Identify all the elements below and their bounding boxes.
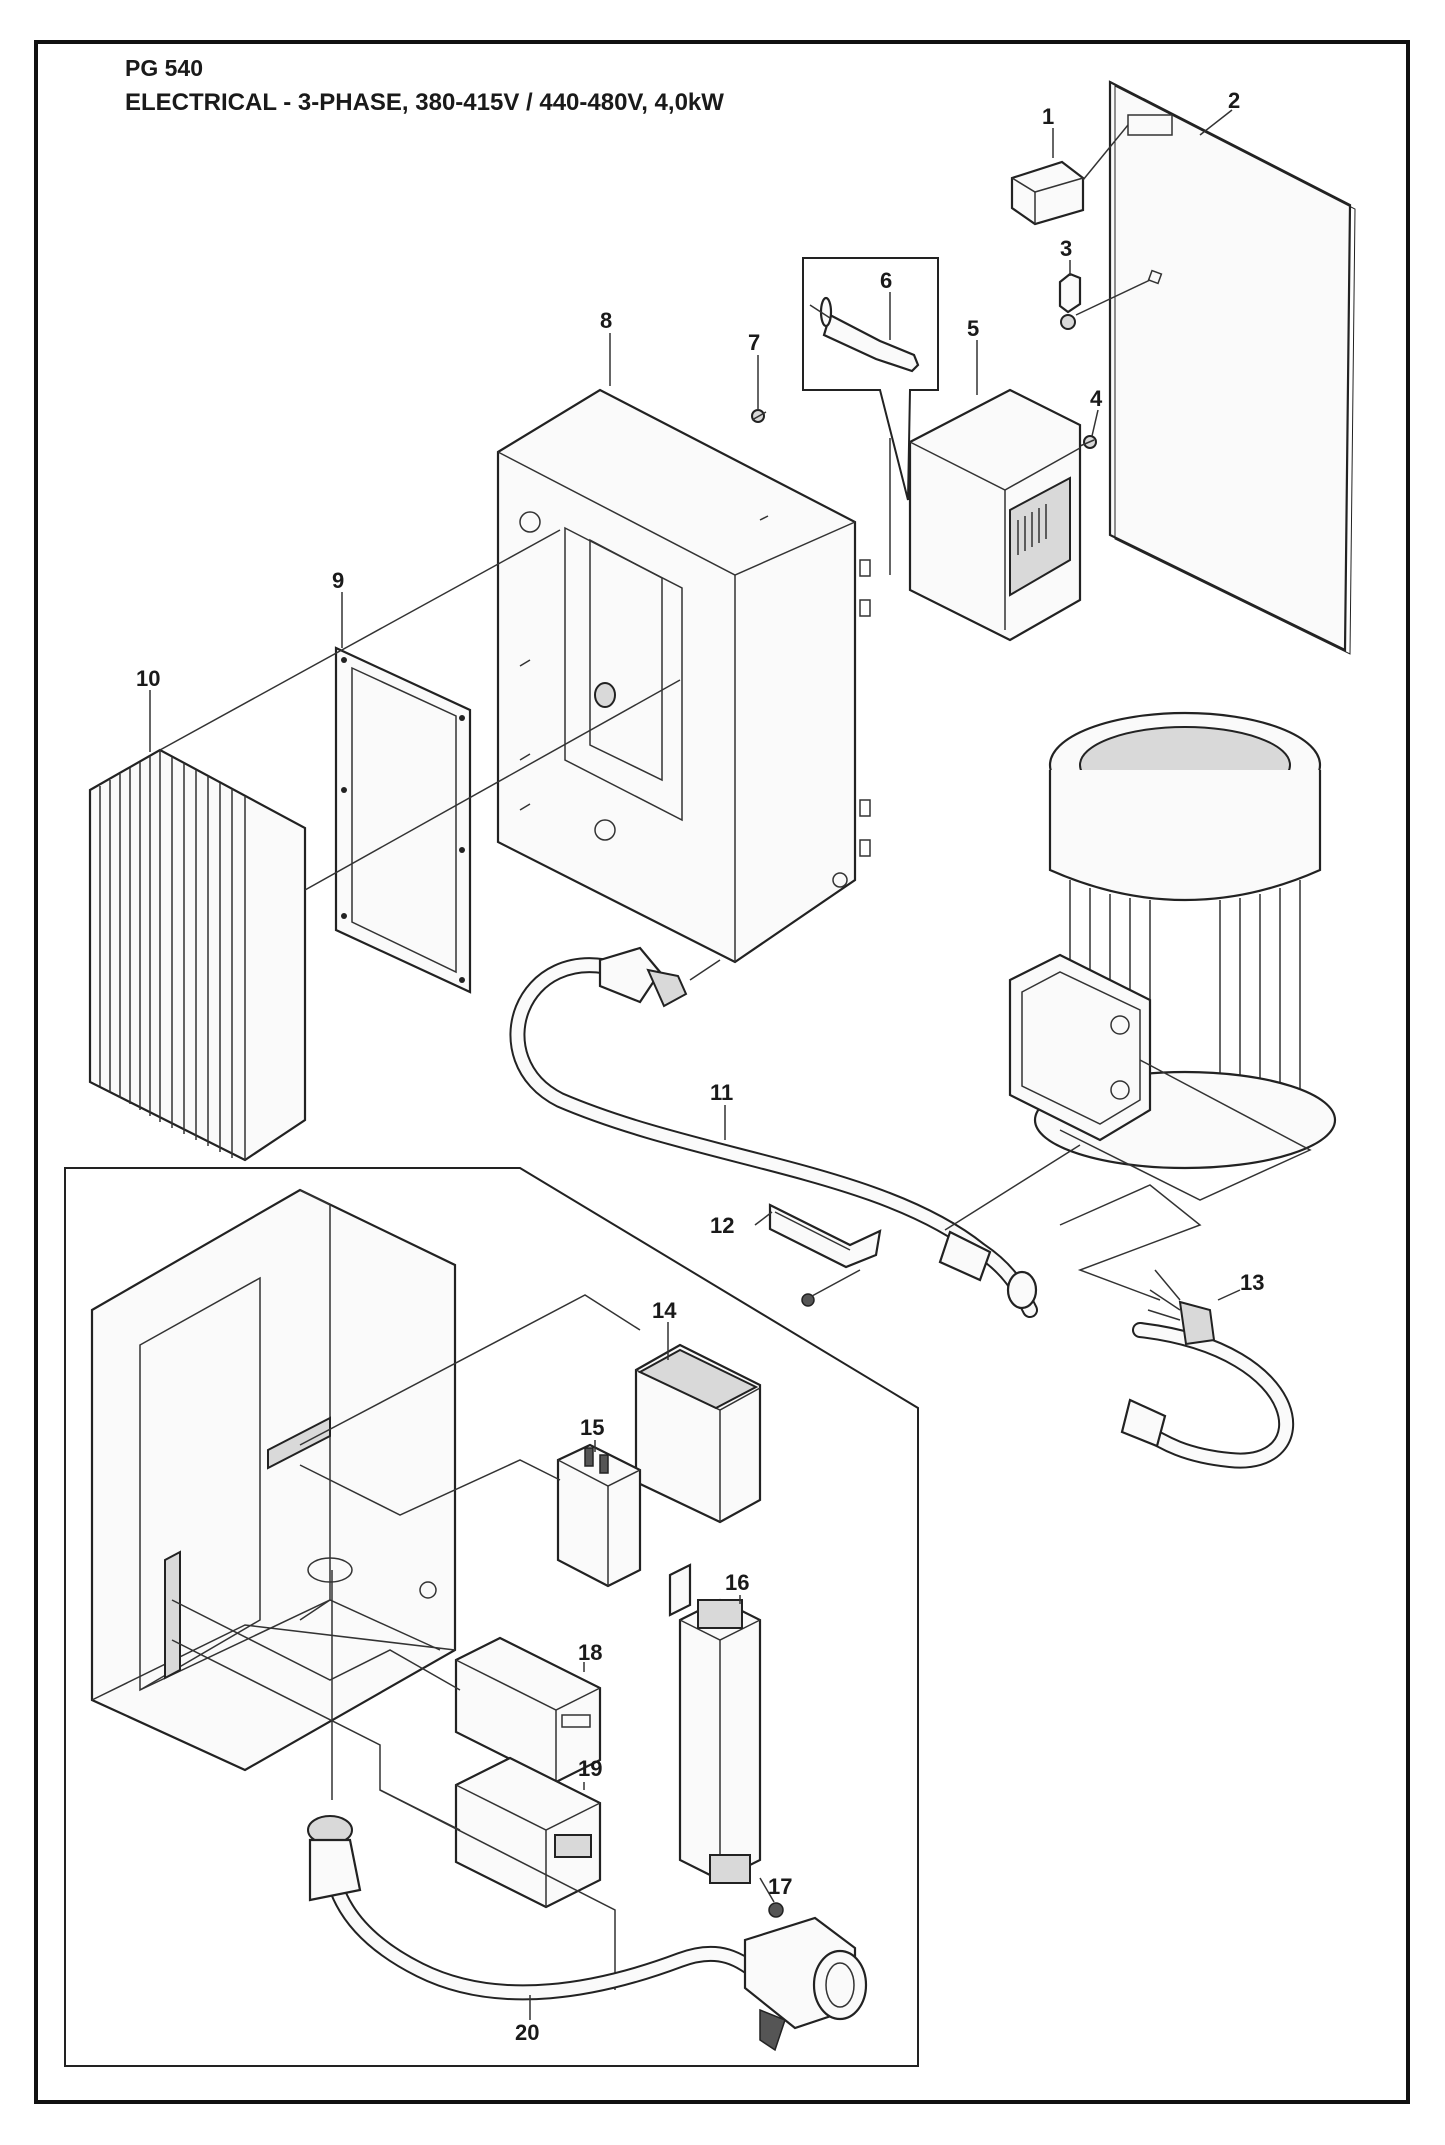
inset-cabinet bbox=[90, 1188, 457, 1800]
callout-9: 9 bbox=[332, 568, 344, 593]
part-16-line-filter bbox=[668, 1563, 762, 1884]
part-8-enclosure bbox=[496, 388, 871, 964]
part-14-power-supply bbox=[634, 1343, 762, 1524]
part-9-gasket bbox=[334, 646, 472, 994]
part-18-auxiliary-contact bbox=[454, 1636, 602, 1784]
callout-8: 8 bbox=[600, 308, 612, 333]
motor-assembly bbox=[1008, 711, 1337, 1201]
callout-7: 7 bbox=[748, 330, 760, 355]
callout-10: 10 bbox=[136, 666, 160, 691]
callout-20: 20 bbox=[515, 2020, 539, 2045]
part-12-bracket bbox=[768, 1203, 882, 1307]
diagram-subtitle: ELECTRICAL - 3-PHASE, 380-415V / 440-480… bbox=[125, 89, 724, 116]
part-7-screw bbox=[751, 409, 767, 423]
inset-border bbox=[64, 1167, 919, 2067]
part-2-cover-panel bbox=[1108, 80, 1356, 655]
part-19-contactor bbox=[454, 1756, 602, 1909]
model-title: PG 540 bbox=[125, 55, 203, 81]
part-17-nut bbox=[759, 1877, 784, 1918]
callout-6: 6 bbox=[880, 268, 892, 293]
callout-16: 16 bbox=[725, 1570, 749, 1595]
callout-18: 18 bbox=[578, 1640, 602, 1665]
part-10-heatsink bbox=[88, 529, 681, 1162]
callout-12: 12 bbox=[710, 1213, 734, 1238]
din-rail-leaders bbox=[171, 1294, 641, 1990]
part-20-plug-cable bbox=[307, 1815, 868, 2052]
callout-15: 15 bbox=[580, 1415, 604, 1440]
part-5-controller bbox=[889, 388, 1082, 642]
callout-3: 3 bbox=[1060, 236, 1072, 261]
part-1-cap bbox=[1010, 124, 1129, 226]
callout-13: 13 bbox=[1240, 1270, 1264, 1295]
callout-17: 17 bbox=[768, 1874, 792, 1899]
callout-2: 2 bbox=[1228, 88, 1240, 113]
callout-11: 11 bbox=[710, 1080, 733, 1105]
callout-leaders bbox=[149, 109, 1241, 2020]
page-border bbox=[34, 40, 1410, 2104]
callout-4: 4 bbox=[1090, 386, 1103, 411]
part-13-connector-cable bbox=[1059, 1184, 1295, 1469]
part-15-circuit-breaker bbox=[556, 1443, 642, 1588]
callout-1: 1 bbox=[1042, 104, 1054, 129]
part-11-cable bbox=[509, 946, 1081, 1318]
callout-14: 14 bbox=[652, 1298, 677, 1323]
callout-19: 19 bbox=[578, 1756, 602, 1781]
part-4-screw bbox=[1079, 435, 1097, 449]
callout-5: 5 bbox=[967, 316, 979, 341]
